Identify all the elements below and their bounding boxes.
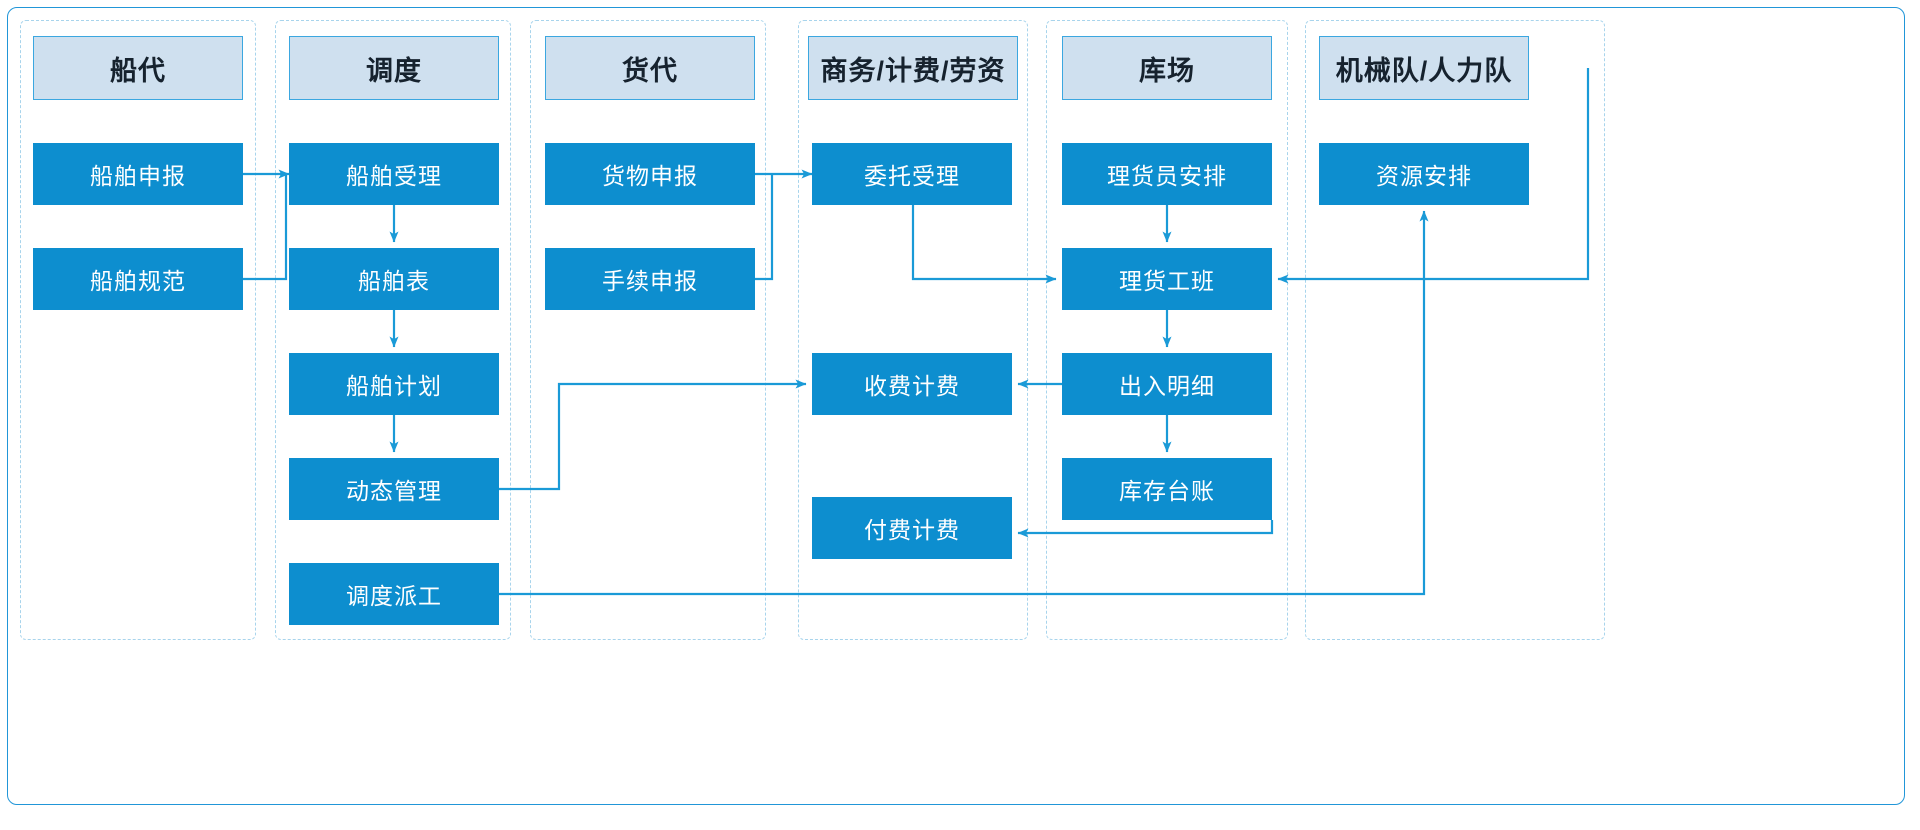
node-kucun-taizhang[interactable]: 库存台账 xyxy=(1062,458,1272,520)
lane-header-chuandai[interactable]: 船代 xyxy=(33,36,243,100)
node-ziyuan-anpai[interactable]: 资源安排 xyxy=(1319,143,1529,205)
swimlane-chuandai xyxy=(20,20,256,640)
node-huowu-shenbao[interactable]: 货物申报 xyxy=(545,143,755,205)
lane-header-huodai[interactable]: 货代 xyxy=(545,36,755,100)
node-chuanbo-guifan[interactable]: 船舶规范 xyxy=(33,248,243,310)
node-diaodu-paigong[interactable]: 调度派工 xyxy=(289,563,499,625)
swimlane-kuchang xyxy=(1046,20,1288,640)
lane-header-kuchang[interactable]: 库场 xyxy=(1062,36,1272,100)
diagram-outer-frame xyxy=(7,7,1905,805)
node-chuanbo-biao[interactable]: 船舶表 xyxy=(289,248,499,310)
lane-header-diaodu[interactable]: 调度 xyxy=(289,36,499,100)
node-dongtai-guanli[interactable]: 动态管理 xyxy=(289,458,499,520)
node-shouxu-shenbao[interactable]: 手续申报 xyxy=(545,248,755,310)
node-shoufei-jifei[interactable]: 收费计费 xyxy=(812,353,1012,415)
node-lihuo-gongban[interactable]: 理货工班 xyxy=(1062,248,1272,310)
node-chuanbo-shenbao[interactable]: 船舶申报 xyxy=(33,143,243,205)
swimlane-huodai xyxy=(530,20,766,640)
node-lihuoyuan-anpai[interactable]: 理货员安排 xyxy=(1062,143,1272,205)
node-churu-mingxi[interactable]: 出入明细 xyxy=(1062,353,1272,415)
swimlane-jixiedui xyxy=(1305,20,1605,640)
node-chuanbo-shouli[interactable]: 船舶受理 xyxy=(289,143,499,205)
node-fufei-jifei[interactable]: 付费计费 xyxy=(812,497,1012,559)
lane-header-shangwu[interactable]: 商务/计费/劳资 xyxy=(808,36,1018,100)
node-chuanbo-jihua[interactable]: 船舶计划 xyxy=(289,353,499,415)
swimlane-diaodu xyxy=(275,20,511,640)
lane-header-jixiedui[interactable]: 机械队/人力队 xyxy=(1319,36,1529,100)
node-weituo-shouli[interactable]: 委托受理 xyxy=(812,143,1012,205)
